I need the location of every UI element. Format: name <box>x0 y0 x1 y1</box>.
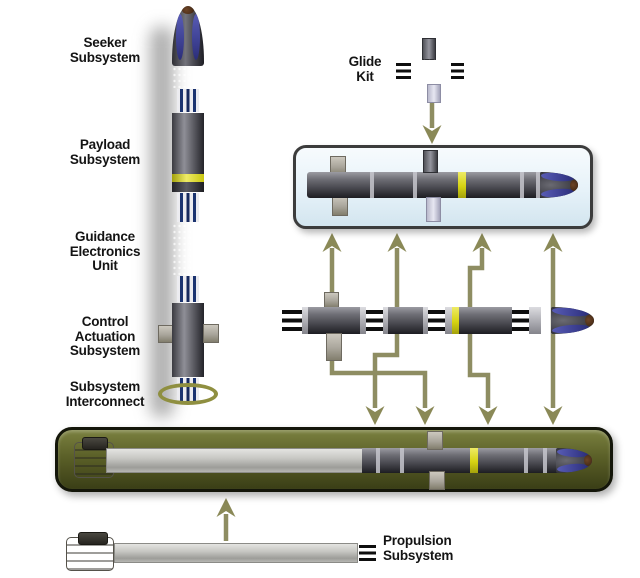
arrowhead-down-1 <box>415 406 435 425</box>
aur-nose-tip <box>584 455 592 466</box>
label-guidance-electronics-unit: Guidance Electronics Unit <box>69 229 141 274</box>
seeker-tip <box>182 6 194 14</box>
aur-yellow-band <box>470 448 478 473</box>
connector-seeker-payload <box>177 89 199 112</box>
aur-joint-ring-4 <box>543 448 547 473</box>
seeker-streak-left <box>176 14 184 60</box>
exploded-pins-aft <box>282 310 302 331</box>
missile-drop-shadow <box>150 26 174 418</box>
seeker-collar <box>172 66 204 88</box>
exploded-cas-fin-top <box>324 292 339 308</box>
payload-yellow-band <box>172 174 204 182</box>
propulsion-nozzle-cap <box>78 532 108 545</box>
assembly-joint-ring-2 <box>413 172 417 198</box>
line-geu <box>372 248 400 408</box>
aur-guided-body <box>362 448 558 473</box>
assembly-yellow-band <box>458 172 466 198</box>
payload-section <box>172 113 204 192</box>
cas-fin-right <box>203 324 219 343</box>
aur-motor-nozzle-cap <box>82 437 108 450</box>
aur-joint-ring-1 <box>376 448 380 473</box>
exploded-pins-3 <box>512 310 529 331</box>
assembly-glide-fin-bottom <box>426 197 441 222</box>
glide-kit-pins-left <box>396 63 411 79</box>
assembly-joint-ring-3 <box>520 172 524 198</box>
guidance-electronics-section <box>172 223 204 275</box>
aur-joint-ring-3 <box>524 448 528 473</box>
exploded-seeker-collar <box>529 307 541 334</box>
label-glide-kit: Glide Kit <box>348 54 382 84</box>
arrowhead-up-3 <box>472 233 492 252</box>
exploded-geu-collar-left <box>383 307 388 334</box>
exploded-nose-tip <box>585 315 594 326</box>
label-subsystem-interconnect: Subsystem Interconnect <box>65 379 145 409</box>
payload-end-cap <box>172 182 204 192</box>
connector-geu-cas <box>177 276 199 302</box>
glide-kit-body <box>412 58 450 84</box>
exploded-seeker-nose <box>551 307 594 334</box>
assembly-joint-ring-1 <box>370 172 374 198</box>
arrowhead-glide-kit <box>422 125 442 144</box>
subsystem-interconnect-ring <box>158 383 218 405</box>
propulsion-pins <box>359 545 376 562</box>
exploded-cas-collar-left <box>302 307 308 334</box>
exploded-cas-collar-right <box>360 307 366 334</box>
aur-fin-bottom <box>429 471 445 490</box>
arrowhead-down-3 <box>478 406 498 425</box>
aur-nose <box>556 448 592 473</box>
glide-kit-bottom-fin <box>427 84 441 103</box>
exploded-payload-section <box>445 307 512 334</box>
propulsion-motor-tube <box>114 543 358 563</box>
exploded-geu-section <box>383 307 428 334</box>
seeker-streak-right <box>192 14 200 60</box>
glide-kit-top-fin <box>422 38 436 60</box>
exploded-pins-2 <box>428 310 445 331</box>
assembly-joint-ring-4 <box>536 172 540 198</box>
exploded-seeker-base <box>540 307 554 334</box>
exploded-cas-section <box>302 307 366 334</box>
arrowheads <box>216 125 563 517</box>
control-actuation-section <box>172 303 204 377</box>
exploded-payload-yellow-band <box>452 307 459 334</box>
aur-fin-top <box>427 431 443 450</box>
exploded-cas-fin-bottom <box>326 333 342 361</box>
arrowhead-propulsion <box>216 498 236 517</box>
exploded-geu-collar-right <box>423 307 428 334</box>
glide-kit-pins-right <box>451 63 464 79</box>
assembly-body <box>307 172 542 198</box>
label-seeker-subsystem: Seeker Subsystem <box>69 35 141 65</box>
arrowhead-down-2 <box>365 406 385 425</box>
label-control-actuation-subsystem: Control Actuation Subsystem <box>69 314 141 359</box>
label-propulsion-subsystem: Propulsion Subsystem <box>383 533 454 563</box>
arrowhead-up-2 <box>387 233 407 252</box>
aur-joint-ring-2 <box>400 448 404 473</box>
exploded-payload-collar <box>445 307 452 334</box>
assembly-glide-fin-top <box>423 150 438 173</box>
cas-fin-left <box>158 325 173 343</box>
arrowhead-down-4 <box>543 406 563 425</box>
arrowhead-up-1 <box>322 233 342 252</box>
assembly-nose <box>540 172 578 198</box>
assembly-nose-tip <box>570 180 578 191</box>
connector-payload-geu <box>177 193 199 222</box>
assembly-tail-fin-bottom <box>332 195 348 216</box>
label-payload-subsystem: Payload Subsystem <box>69 137 141 167</box>
exploded-pins-1 <box>366 310 383 331</box>
aur-motor-tube <box>106 448 364 473</box>
arrowhead-up-4 <box>543 233 563 252</box>
